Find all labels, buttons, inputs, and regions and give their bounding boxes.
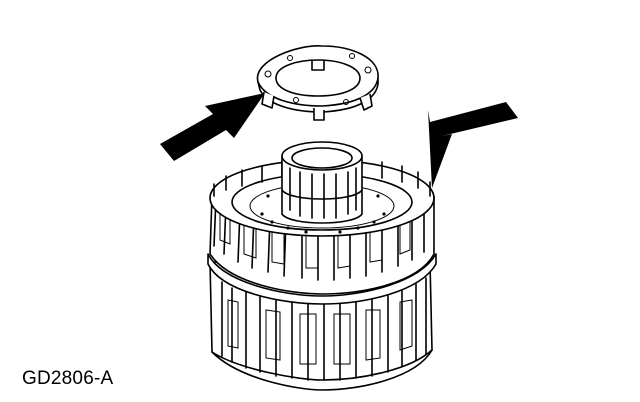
clutch-drum-assembly bbox=[207, 141, 437, 391]
left-arrow bbox=[160, 93, 265, 161]
thrust-washer bbox=[256, 45, 379, 121]
right-arrow bbox=[428, 102, 518, 188]
figure-label: GD2806-A bbox=[22, 368, 114, 389]
